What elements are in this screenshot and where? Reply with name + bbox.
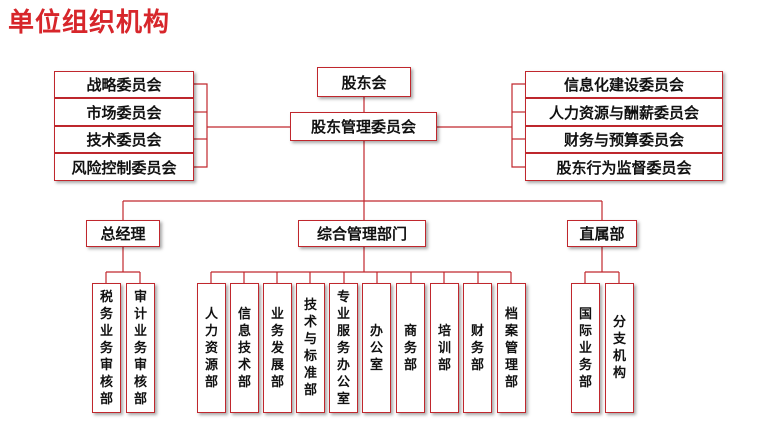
- dept-char: 务: [99, 306, 113, 322]
- dept-box: 人力资源部: [197, 283, 226, 413]
- dept-char: 训: [437, 340, 451, 356]
- dept-char: 审: [133, 289, 147, 305]
- dept-char: 部: [133, 391, 147, 407]
- dept-char: 室: [336, 391, 350, 407]
- dept-box: 商务部: [396, 283, 425, 413]
- dept-char: 技: [303, 298, 317, 313]
- dept-char: 务: [578, 357, 592, 373]
- dept-char: 部: [270, 374, 284, 390]
- comprehensive-mgmt-box: 综合管理部门: [298, 220, 426, 247]
- dept-char: 计: [133, 306, 147, 322]
- dept-char: 际: [578, 323, 592, 339]
- dept-char: 培: [437, 323, 451, 339]
- dept-char: 业: [133, 323, 147, 339]
- dept-char: 分: [612, 315, 626, 330]
- dept-char: 机: [612, 349, 626, 364]
- dept-char: 部: [504, 374, 518, 390]
- dept-char: 术: [303, 315, 317, 330]
- informatization-committee-box: 信息化建设委员会: [525, 71, 723, 98]
- dept-char: 展: [270, 357, 284, 373]
- technology-committee-box: 技术委员会: [54, 126, 194, 153]
- dept-char: 核: [133, 374, 147, 390]
- dept-char: 部: [99, 391, 113, 407]
- strategy-committee-box: 战略委员会: [54, 71, 194, 98]
- dept-char: 源: [204, 357, 218, 373]
- dept-box: 业务发展部: [263, 283, 292, 413]
- dept-char: 部: [470, 357, 484, 373]
- dept-box: 国际业务部: [571, 283, 600, 413]
- dept-char: 理: [504, 357, 518, 373]
- dept-char: 技: [237, 340, 251, 356]
- dept-box: 专业服务办公室: [329, 283, 358, 413]
- general-manager-box: 总经理: [86, 220, 160, 247]
- dept-char: 支: [612, 332, 626, 347]
- dept-box: 财务部: [463, 283, 492, 413]
- dept-box: 信息技术部: [230, 283, 259, 413]
- dept-char: 管: [504, 340, 518, 356]
- dept-char: 务: [270, 323, 284, 339]
- dept-char: 财: [470, 323, 484, 339]
- dept-char: 发: [270, 340, 284, 356]
- dept-char: 资: [204, 340, 218, 356]
- dept-char: 专: [336, 289, 350, 305]
- dept-char: 务: [403, 340, 417, 356]
- dept-box: 审计业务审核部: [126, 283, 155, 413]
- dept-char: 服: [336, 323, 350, 339]
- dept-char: 力: [204, 323, 218, 339]
- dept-char: 部: [437, 357, 451, 373]
- dept-char: 术: [237, 357, 251, 373]
- dept-char: 准: [303, 366, 317, 381]
- dept-char: 业: [99, 323, 113, 339]
- dept-char: 务: [99, 340, 113, 356]
- dept-char: 息: [237, 323, 251, 339]
- dept-char: 部: [303, 383, 317, 398]
- dept-char: 案: [504, 323, 518, 339]
- dept-char: 核: [99, 374, 113, 390]
- shareholder-supervision-committee-box: 股东行为监督委员会: [525, 153, 723, 181]
- dept-char: 构: [612, 366, 626, 381]
- dept-char: 国: [578, 306, 592, 322]
- dept-box: 分支机构: [605, 283, 634, 413]
- dept-char: 档: [504, 306, 518, 322]
- dept-char: 室: [369, 357, 383, 373]
- shareholders-meeting-box: 股东会: [317, 67, 411, 97]
- dept-char: 部: [403, 357, 417, 373]
- dept-box: 档案管理部: [497, 283, 526, 413]
- dept-box: 税务业务审核部: [92, 283, 121, 413]
- dept-char: 审: [99, 357, 113, 373]
- dept-box: 办公室: [362, 283, 391, 413]
- dept-char: 信: [237, 306, 251, 322]
- direct-dept-box: 直属部: [567, 220, 637, 247]
- dept-char: 税: [99, 289, 113, 305]
- dept-box: 培训部: [430, 283, 459, 413]
- dept-char: 人: [204, 306, 218, 322]
- dept-char: 与: [303, 332, 317, 347]
- dept-char: 公: [369, 340, 383, 356]
- hr-compensation-committee-box: 人力资源与酬薪委员会: [525, 98, 723, 126]
- market-committee-box: 市场委员会: [54, 98, 194, 126]
- dept-char: 标: [303, 349, 317, 364]
- dept-char: 业: [336, 306, 350, 322]
- dept-char: 部: [578, 374, 592, 390]
- dept-char: 务: [133, 340, 147, 356]
- dept-char: 务: [336, 340, 350, 356]
- dept-char: 办: [336, 357, 350, 373]
- page-title: 单位组织机构: [8, 8, 171, 38]
- dept-char: 审: [133, 357, 147, 373]
- dept-char: 部: [204, 374, 218, 390]
- dept-char: 部: [237, 374, 251, 390]
- risk-control-committee-box: 风险控制委员会: [54, 153, 194, 181]
- dept-char: 公: [336, 374, 350, 390]
- finance-budget-committee-box: 财务与预算委员会: [525, 126, 723, 153]
- dept-char: 业: [578, 340, 592, 356]
- dept-char: 业: [270, 306, 284, 322]
- dept-char: 务: [470, 340, 484, 356]
- dept-box: 技术与标准部: [296, 283, 325, 413]
- shareholders-mgmt-committee-box: 股东管理委员会: [290, 112, 437, 141]
- dept-char: 办: [369, 323, 383, 339]
- dept-char: 商: [403, 323, 417, 339]
